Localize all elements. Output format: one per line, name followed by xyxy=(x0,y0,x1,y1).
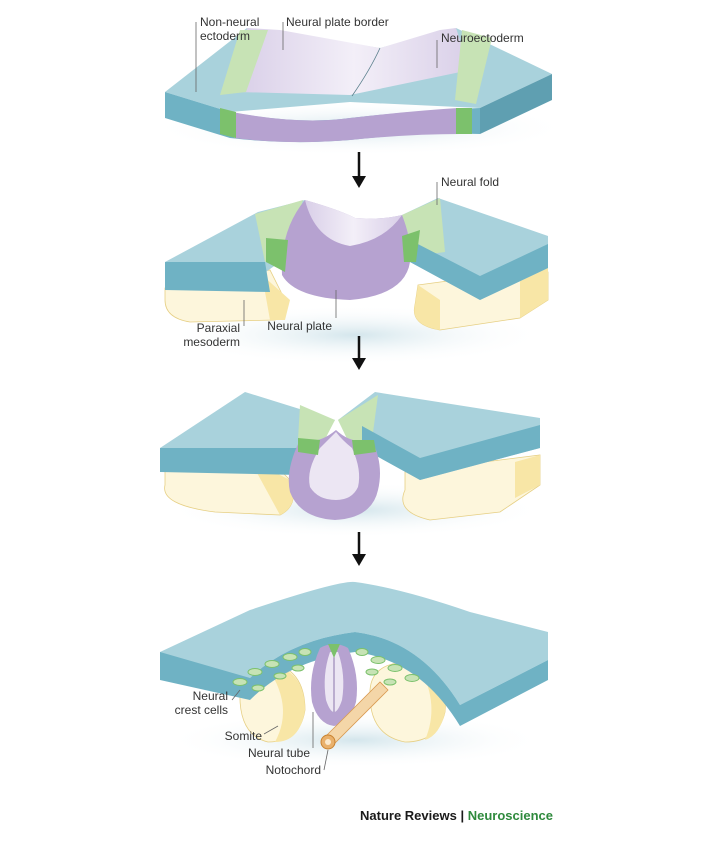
label-neural-tube: Neural tube xyxy=(248,746,310,760)
label-notochord: Notochord xyxy=(266,763,321,777)
label-paraxial-mesoderm-2: mesoderm xyxy=(183,335,240,349)
stage-neural-tube-closure xyxy=(160,581,548,768)
credit-publisher: Nature Reviews xyxy=(360,808,457,823)
label-neural-plate: Neural plate xyxy=(267,319,332,333)
label-paraxial-mesoderm-1: Paraxial xyxy=(197,321,240,335)
label-somite: Somite xyxy=(225,729,263,743)
arrow-down-icon xyxy=(352,152,366,188)
label-non-neural-ectoderm-2: ectoderm xyxy=(200,29,250,43)
stage-neural-plate-formation xyxy=(150,28,570,156)
credit-journal: Neuroscience xyxy=(467,808,553,823)
label-neuroectoderm: Neuroectoderm xyxy=(441,31,524,45)
credit-separator: | xyxy=(460,808,465,823)
notochord xyxy=(320,681,389,750)
neural-crest-cells xyxy=(232,648,420,692)
arrow-down-icon xyxy=(352,336,366,370)
ectoderm-sheet xyxy=(160,581,548,705)
arrow-down-icon xyxy=(352,532,366,566)
stage-neural-fold-convergence xyxy=(160,392,545,538)
journal-credit: Nature Reviews | Neuroscience xyxy=(360,808,553,823)
label-neural-plate-border: Neural plate border xyxy=(286,15,389,29)
stage-neural-fold-elevation xyxy=(164,198,549,365)
labels: Non-neural ectoderm Neural plate border … xyxy=(175,15,524,777)
neural-plate-top xyxy=(238,28,470,95)
label-non-neural-ectoderm-1: Non-neural xyxy=(200,15,259,29)
leader-lines xyxy=(195,22,438,771)
label-neural-crest-1: Neural xyxy=(193,689,228,703)
label-neural-fold: Neural fold xyxy=(441,175,499,189)
label-neural-crest-2: crest cells xyxy=(175,703,228,717)
